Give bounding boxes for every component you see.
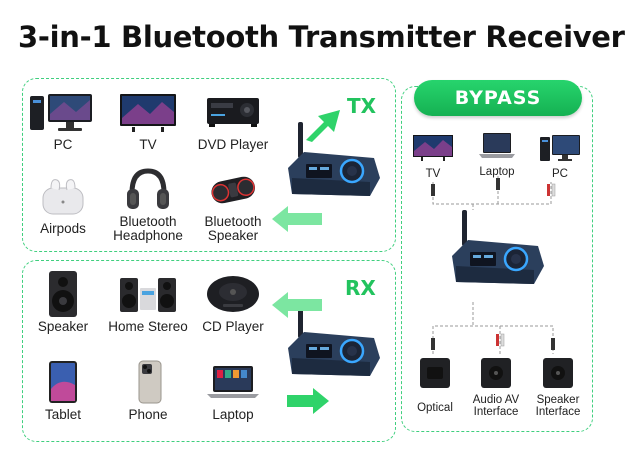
rx-out-arrow xyxy=(287,388,329,414)
laptop-icon xyxy=(479,133,515,158)
laptop-icon xyxy=(207,366,259,398)
speaker-port-icon xyxy=(543,358,573,388)
bypass-input-label: TV xyxy=(425,168,441,180)
rx-panel xyxy=(22,260,396,442)
bypass-input-label: Laptop xyxy=(479,166,515,178)
tx-item-headphone: Bluetooth Headphone xyxy=(103,167,193,243)
pc-icon xyxy=(540,135,580,161)
phone-icon xyxy=(138,360,162,404)
tx-item-label: Bluetooth Headphone xyxy=(113,214,183,243)
tx-item-label: DVD Player xyxy=(197,137,269,152)
av-port-icon xyxy=(481,358,511,388)
bypass-output-label: Speaker Interface xyxy=(535,394,581,418)
bypass-label: BYPASS xyxy=(414,80,582,116)
speaker-icon xyxy=(49,271,77,317)
bypass-output-optical: Optical xyxy=(403,356,467,414)
rx-in-arrow xyxy=(272,292,322,318)
rx-item-label: CD Player xyxy=(202,319,264,334)
rx-item-laptop: Laptop xyxy=(188,360,278,422)
rx-item-tablet: Tablet xyxy=(18,360,108,422)
rx-item-cd-player: CD Player xyxy=(188,272,278,334)
transmitter-device xyxy=(288,122,380,196)
optical-port-icon xyxy=(420,358,450,388)
dvd-player-icon xyxy=(207,98,259,127)
tx-panel xyxy=(22,78,396,252)
rx-item-label: Speaker xyxy=(37,319,89,334)
receiver-device xyxy=(288,302,380,376)
bypass-output-speaker: Speaker Interface xyxy=(526,356,590,418)
airpods-icon xyxy=(42,179,84,215)
cd-player-icon xyxy=(207,276,259,312)
rx-item-speaker: Speaker xyxy=(18,271,108,334)
home-stereo-icon xyxy=(120,278,176,312)
tx-item-dvd: DVD Player xyxy=(188,90,278,152)
tv-icon xyxy=(120,94,176,132)
tx-item-label: PC xyxy=(53,137,73,152)
bypass-input-tv: TV xyxy=(401,130,465,180)
bypass-output-label: Audio AV Interface xyxy=(472,394,520,418)
tv-icon xyxy=(413,135,453,161)
rx-item-label: Laptop xyxy=(212,407,254,422)
tx-item-pc: PC xyxy=(18,90,108,152)
tx-item-tv: TV xyxy=(103,90,193,152)
tx-item-label: Bluetooth Speaker xyxy=(204,214,262,243)
tx-item-label: TV xyxy=(139,137,157,152)
pc-icon xyxy=(30,94,92,131)
tx-in-arrow xyxy=(272,206,322,232)
bypass-device xyxy=(452,210,544,284)
rx-item-label: Phone xyxy=(128,407,168,422)
rx-item-home-stereo: Home Stereo xyxy=(103,272,193,334)
bypass-input-pc: PC xyxy=(528,130,592,180)
headphone-icon xyxy=(127,168,169,209)
tx-out-arrow xyxy=(306,110,340,142)
tablet-icon xyxy=(49,361,77,403)
bypass-input-label: PC xyxy=(552,168,568,180)
page-title: 3-in-1 Bluetooth Transmitter Receiver xyxy=(18,20,625,54)
tx-label: TX xyxy=(347,94,377,118)
rx-item-label: Home Stereo xyxy=(108,319,188,334)
bypass-output-label: Optical xyxy=(417,402,453,414)
tx-item-label: Airpods xyxy=(40,221,86,236)
bypass-wiring xyxy=(431,176,556,354)
rx-label: RX xyxy=(345,276,376,300)
tx-item-airpods: Airpods xyxy=(18,174,108,236)
bypass-input-laptop: Laptop xyxy=(465,128,529,178)
rx-item-phone: Phone xyxy=(103,360,193,422)
bypass-output-av: Audio AV Interface xyxy=(464,356,528,418)
tx-item-bt-speaker: Bluetooth Speaker xyxy=(188,167,278,243)
rx-item-label: Tablet xyxy=(44,407,82,422)
bluetooth-speaker-icon xyxy=(211,176,255,204)
